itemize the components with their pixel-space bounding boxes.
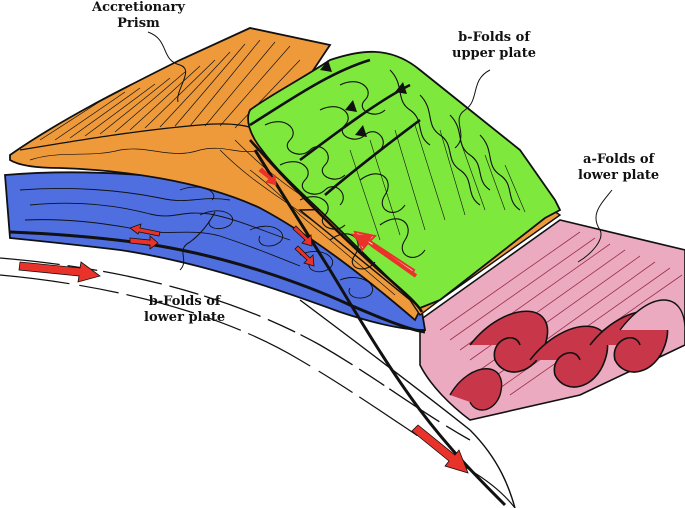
leader-lines bbox=[147, 31, 613, 271]
slab-arrow-right bbox=[411, 424, 469, 474]
label-line: upper plate bbox=[452, 46, 537, 61]
label-line: Accretionary bbox=[92, 0, 185, 15]
shear-arrow-1 bbox=[129, 235, 159, 250]
shear-arrow-4 bbox=[292, 225, 313, 247]
prism-arrow bbox=[258, 167, 277, 186]
label-line: b-Folds of bbox=[148, 294, 221, 309]
shear-arrow-3 bbox=[294, 245, 315, 267]
label-line: lower plate bbox=[578, 168, 660, 183]
label-b-folds-upper-plate: b-Folds of upper plate bbox=[452, 30, 536, 62]
shear-arrow-2 bbox=[129, 223, 161, 237]
label-line: lower plate bbox=[144, 310, 226, 325]
label-a-folds-lower-plate: a-Folds of lower plate bbox=[578, 152, 659, 184]
slab-arrow-left bbox=[18, 261, 101, 283]
label-line: a-Folds of bbox=[583, 152, 655, 167]
upper-plate-b-folds bbox=[247, 50, 562, 313]
label-b-folds-lower-plate: b-Folds of lower plate bbox=[144, 294, 225, 326]
label-line: Prism bbox=[117, 16, 160, 31]
label-line: b-Folds of bbox=[458, 30, 530, 45]
motion-arrows bbox=[18, 167, 469, 474]
lower-plate-a-folds bbox=[419, 219, 685, 421]
label-accretionary-prism: Accretionary Prism bbox=[92, 0, 185, 32]
